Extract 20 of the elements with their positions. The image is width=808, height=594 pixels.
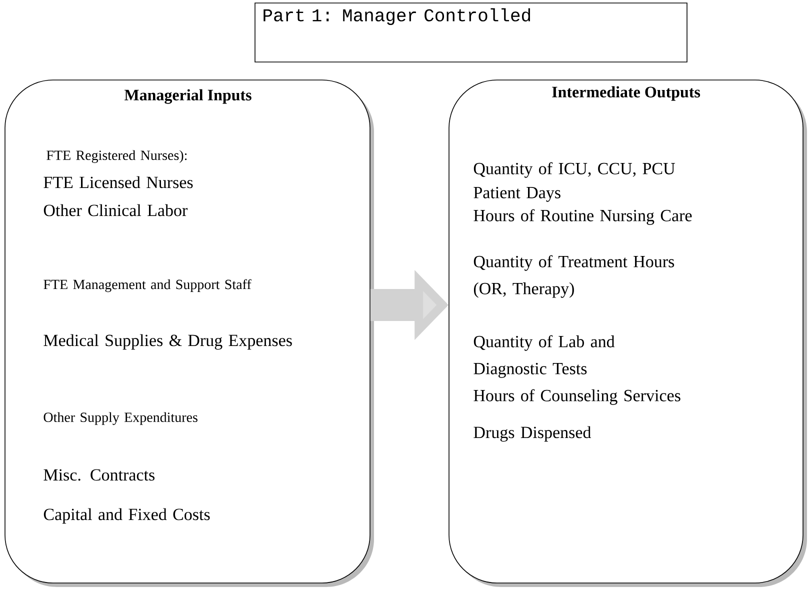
title-text: Part 1: Manager Controlled (264, 8, 530, 25)
list-item: FTE Licensed Nurses (44, 176, 193, 188)
list-item: FTE Registered Nurses): (46, 150, 187, 163)
list-item: Hours of Routine Nursing Care (474, 209, 692, 225)
list-item: Quantity of ICU, CCU, PCU Patient Days (474, 162, 675, 202)
list-item: Quantity of Lab and Diagnostic Tests (474, 335, 615, 378)
list-item: FTE Management and Support Staff (44, 279, 252, 292)
rounded-box (448, 80, 807, 587)
list-item: Other Clinical Labor (44, 204, 188, 216)
list-item: Capital and Fixed Costs (44, 508, 210, 524)
box-heading: Managerial Inputs (124, 89, 252, 104)
rounded-box (4, 80, 374, 587)
list-item: Quantity of Treatment Hours (OR, Therapy) (474, 255, 674, 298)
list-item: Hours of Counseling Services (474, 389, 680, 405)
list-item: Misc. Contracts (44, 469, 154, 481)
list-item: Medical Supplies & Drug Expenses (44, 334, 292, 350)
list-item: Drugs Dispensed (474, 426, 592, 442)
box-heading: Intermediate Outputs (552, 86, 700, 101)
title-box (254, 2, 688, 62)
list-item: Other Supply Expenditures (44, 412, 198, 425)
